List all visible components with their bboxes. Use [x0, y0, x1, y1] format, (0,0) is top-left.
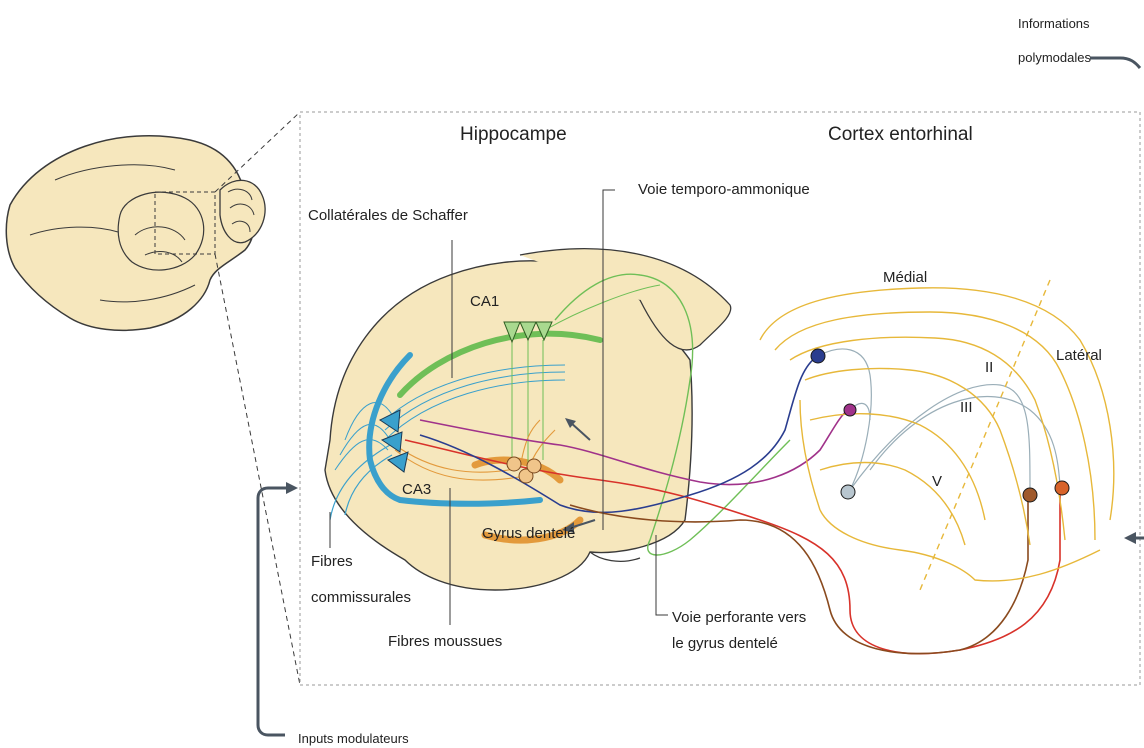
neuron-layer-v-medial — [841, 485, 855, 499]
label-polymodal-line2: polymodales — [1018, 50, 1091, 65]
label-mossy-fibers: Fibres moussues — [388, 633, 502, 650]
neuron-lateral-brown — [1023, 488, 1037, 502]
label-layer-iii: III — [960, 399, 973, 416]
cortex-grey-fibers — [820, 349, 1060, 490]
modulatory-arrow-head — [286, 482, 298, 494]
label-modulatory-inputs: Inputs modulateurs — [298, 731, 409, 746]
label-layer-v: V — [932, 473, 942, 490]
label-layer-ii: II — [985, 359, 993, 376]
label-lateral: Latéral — [1056, 347, 1102, 364]
medial-lateral-divider — [920, 280, 1050, 590]
label-commissural-line2: commissurales — [311, 589, 411, 606]
neuron-lateral-red — [1055, 481, 1069, 495]
label-ca3: CA3 — [402, 481, 431, 498]
label-commissural-line1: Fibres — [311, 553, 353, 570]
label-polymodal-line1: Informations — [1018, 16, 1090, 31]
right-edge-arrow-head — [1124, 532, 1136, 544]
label-perforant-line2: le gyrus dentelé — [672, 635, 778, 652]
leader-perforant — [656, 535, 668, 615]
label-perforant-line1: Voie perforante vers — [672, 609, 806, 626]
label-schaffer-collaterals: Collatérales de Schaffer — [308, 207, 468, 224]
label-dentate-gyrus: Gyrus dentelé — [482, 525, 575, 542]
title-hippocampus: Hippocampe — [460, 124, 567, 145]
neuron-layer-ii-medial — [811, 349, 825, 363]
neuron-layer-iii-medial — [844, 404, 856, 416]
label-ca1: CA1 — [470, 293, 499, 310]
label-medial: Médial — [883, 269, 927, 286]
label-temporo-ammonic: Voie temporo-ammonique — [638, 181, 810, 198]
title-entorhinal-cortex: Cortex entorhinal — [828, 124, 973, 145]
rodent-brain-illustration — [6, 136, 265, 331]
polymodal-connector — [1090, 58, 1140, 68]
ca1-pyramidal-neurons — [504, 322, 552, 342]
